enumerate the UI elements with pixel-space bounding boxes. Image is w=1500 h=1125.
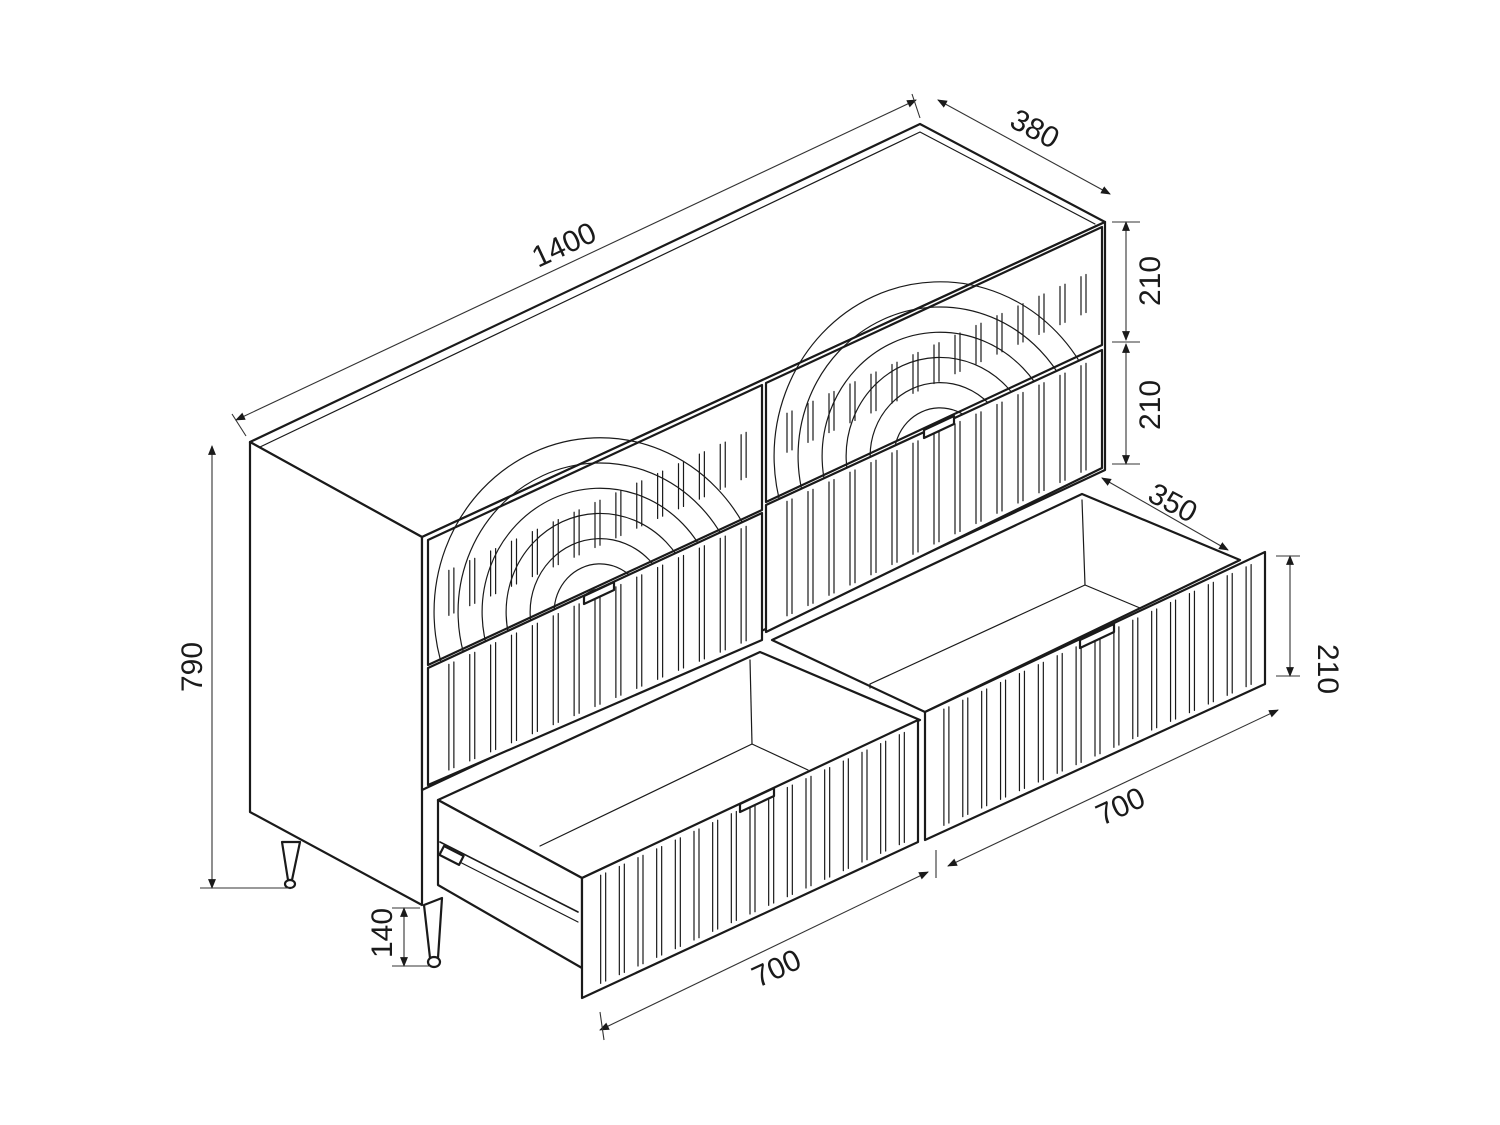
- arch-line: [433, 437, 753, 743]
- drawer-handles[interactable]: [582, 414, 956, 606]
- label-drawer-width-left: 700: [747, 943, 806, 994]
- drawer-slide-rail: [438, 841, 579, 923]
- handle-open-right[interactable]: [1078, 622, 1116, 650]
- leg-front: [422, 896, 444, 960]
- drawer-open-right-floor: [869, 584, 1141, 689]
- middle-drawer-flutes: [448, 362, 1087, 771]
- label-depth: 380: [1005, 103, 1065, 156]
- drawer-open-right-back-corner: [1081, 499, 1086, 586]
- handle-open-left[interactable]: [738, 786, 776, 814]
- label-leg-height: 140: [366, 908, 399, 958]
- label-drawer-depth: 350: [1143, 477, 1203, 530]
- drawer-open-left-back-corner: [749, 659, 753, 745]
- label-height: 790: [176, 642, 209, 692]
- label-drawer-width-right: 700: [1091, 781, 1150, 832]
- leg-back-foot: [283, 878, 297, 890]
- arch-line: [457, 462, 731, 733]
- arch-line: [505, 512, 687, 713]
- drawer-row-middle[interactable]: [426, 348, 1104, 787]
- legs: [280, 840, 444, 969]
- label-drawer-height-top: 210: [1134, 256, 1167, 306]
- label-drawer-height-open: 210: [1311, 644, 1344, 694]
- arch-line: [529, 538, 665, 703]
- cabinet-side-panel: [248, 440, 424, 907]
- leg-back: [280, 840, 302, 882]
- leg-front-foot: [426, 955, 442, 969]
- handle-top-right[interactable]: [922, 414, 956, 440]
- handle-top-left[interactable]: [582, 580, 616, 606]
- dimension-lines: [200, 93, 1300, 1041]
- label-drawer-height-middle: 210: [1134, 380, 1167, 430]
- drawer-row-top[interactable]: [426, 225, 1104, 743]
- arch-line: [481, 487, 709, 723]
